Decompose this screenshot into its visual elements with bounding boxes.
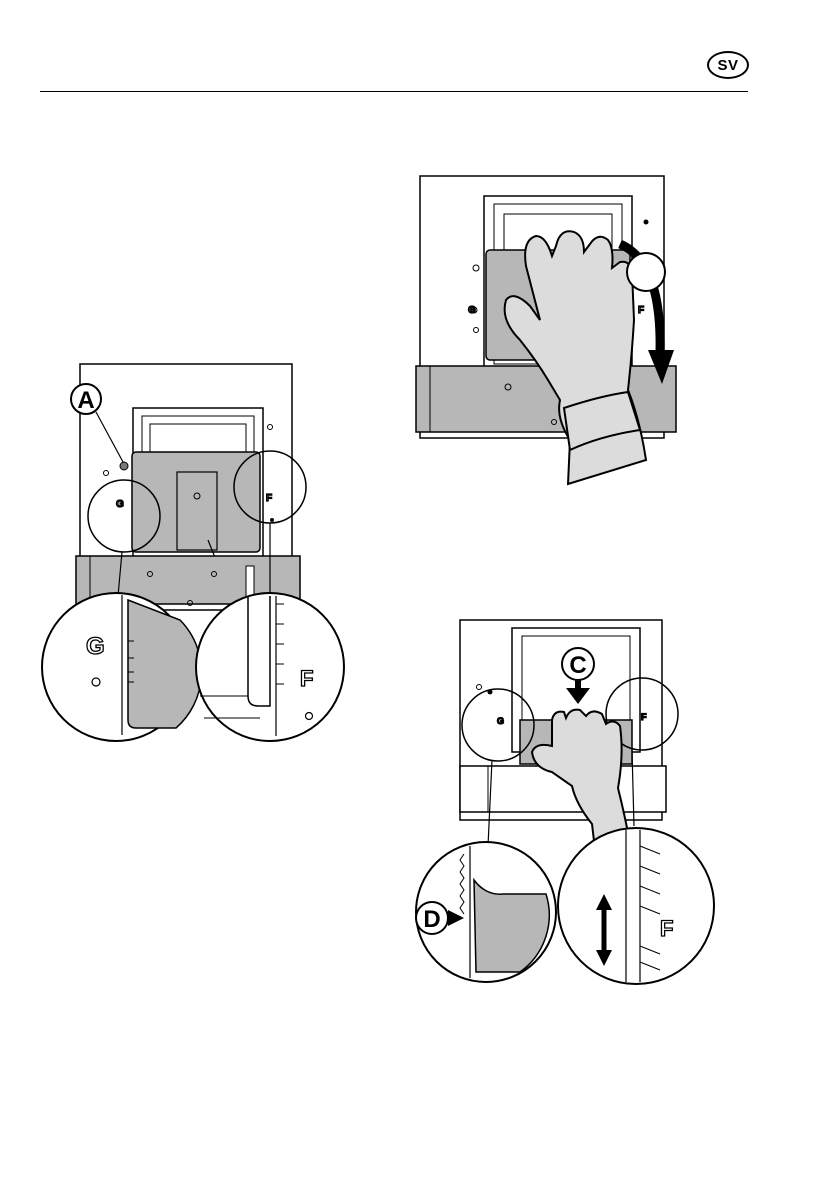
magnified-f [558,828,714,984]
marker-g-small: G [497,716,504,726]
marker-f-small: F [641,712,647,722]
callout-d-label: D [423,906,440,933]
callout-c-label: C [569,652,586,679]
marker-f-large: F [660,916,673,941]
